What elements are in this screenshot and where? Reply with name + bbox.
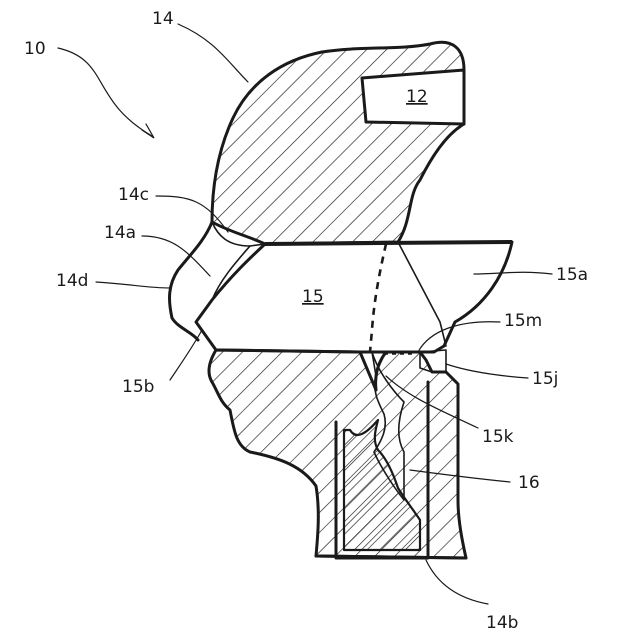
label-14b: 14b (486, 613, 518, 633)
leader-15j (446, 364, 528, 378)
leader-14 (178, 24, 248, 82)
member-15-top-edge (265, 242, 512, 244)
label-16: 16 (518, 473, 540, 493)
label-15a: 15a (556, 265, 588, 285)
leader-14d (96, 282, 170, 288)
bottom-line (316, 556, 466, 558)
label-15b: 15b (122, 377, 154, 397)
member-15 (196, 242, 512, 352)
label-10: 10 (24, 39, 46, 59)
label-15m: 15m (504, 311, 542, 331)
label-15k: 15k (482, 427, 514, 447)
leader-15b (170, 330, 202, 380)
label-14a: 14a (104, 223, 136, 243)
label-14c: 14c (118, 185, 149, 205)
label-14d: 14d (56, 271, 88, 291)
label-15: 15 (302, 287, 324, 307)
leader-10-arrow (142, 124, 154, 138)
label-12: 12 (406, 87, 428, 107)
label-14: 14 (152, 9, 174, 29)
label-15j: 15j (532, 369, 558, 389)
leader-14b (426, 560, 488, 604)
leader-10 (58, 48, 152, 136)
